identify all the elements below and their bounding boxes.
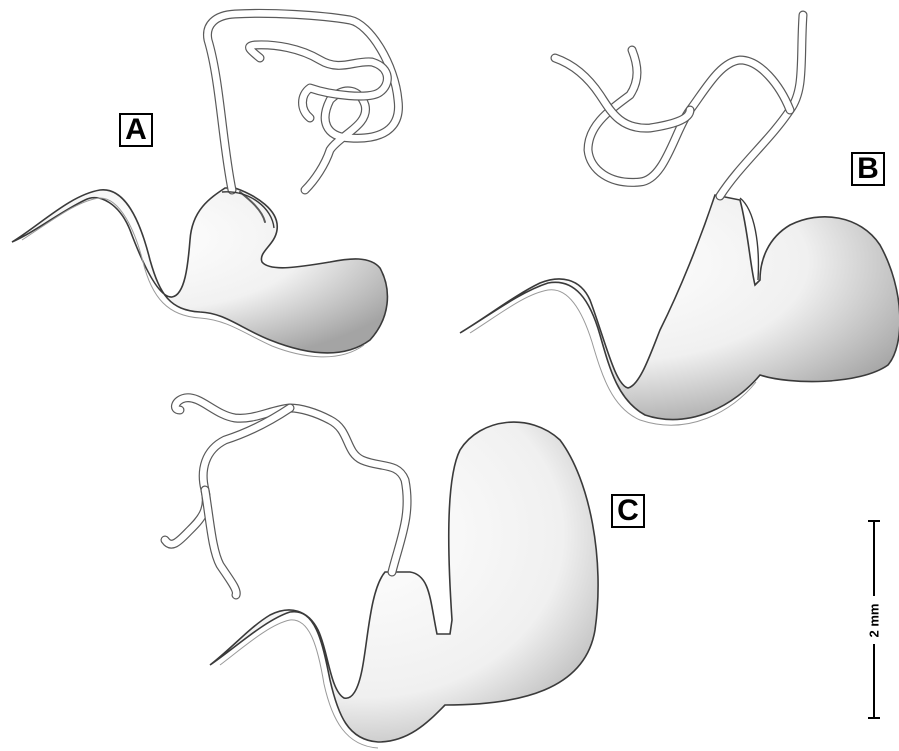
panel-b-duct [555,15,803,196]
panel-b-illustration [460,15,899,425]
panel-label-b: B [851,152,885,186]
panel-label-a: A [119,113,153,147]
panel-a-illustration [12,13,398,356]
panel-a-body [12,188,387,353]
panel-c-duct [165,398,407,595]
panel-b-body [460,195,899,419]
panel-label-c: C [611,494,645,528]
panel-a-duct [207,13,398,222]
scale-bar-label: 2 mm [867,603,882,637]
panel-c-illustration [165,398,598,748]
scale-bar-label-wrap: 2 mm [858,598,890,642]
